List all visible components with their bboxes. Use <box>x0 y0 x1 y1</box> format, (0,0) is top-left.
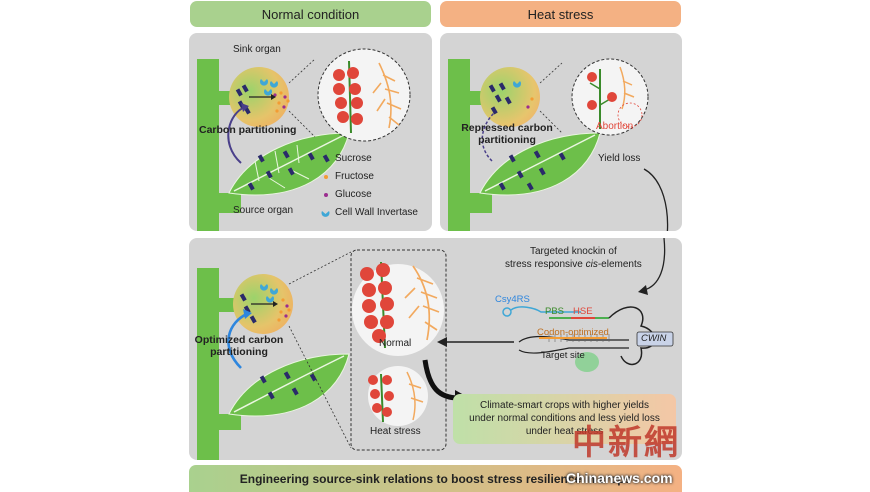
legend-cell-wall-invertase: Cell Wall Invertase <box>335 207 418 218</box>
carbon-partitioning-label: Carbon partitioning <box>199 124 297 136</box>
optimized-partitioning-label: Optimized carbon partitioning <box>189 334 289 358</box>
targeted-line2-post: -elements <box>597 259 642 270</box>
codon-optimized-label: Codon-optimized <box>537 327 609 338</box>
climate-line3: under heat stress <box>525 426 604 437</box>
hse-label: HSE <box>573 306 593 317</box>
panel-heat-stress: Repressed carbon partitioning Abortion Y… <box>440 33 682 231</box>
repressed-partitioning-label: Repressed carbon partitioning <box>452 122 562 146</box>
normal-label: Normal <box>379 338 412 349</box>
panel-optimized: Targeted knockin of stress responsive ci… <box>189 238 682 460</box>
header-normal-condition: Normal condition <box>190 1 431 27</box>
sucrose-icon <box>322 154 330 163</box>
fructose-icon <box>324 175 328 179</box>
header-heat-stress: Heat stress <box>440 1 681 27</box>
optimized-line1: Optimized carbon <box>194 334 284 346</box>
legend-fructose: Fructose <box>335 171 374 182</box>
climate-line2: under normal conditions and less yield l… <box>469 413 660 424</box>
targeted-line1: Targeted knockin of <box>530 246 617 257</box>
targeted-line2-pre: stress responsive <box>505 259 586 270</box>
glucose-icon <box>324 193 328 197</box>
targeted-line2-italic: cis <box>585 259 598 270</box>
abortion-label: Abortion <box>596 121 634 132</box>
footer-title: Engineering source-sink relations to boo… <box>239 471 632 486</box>
optimized-illustration <box>197 238 676 460</box>
legend-sucrose: Sucrose <box>335 153 372 164</box>
sink-organ-label: Sink organ <box>233 44 281 55</box>
panel-normal-condition: Sink organ Carbon partitioning Source or… <box>189 33 432 231</box>
cwin-label: CWIN <box>641 333 667 344</box>
legend-glucose: Glucose <box>335 189 372 200</box>
csy4rs-label: Csy4RS <box>495 294 530 305</box>
target-site-label: Target site <box>541 350 585 361</box>
climate-line1: Climate-smart crops with higher yields <box>480 400 649 411</box>
watermark-cn: 中新網 <box>572 423 680 463</box>
repressed-line2: partitioning <box>478 134 536 146</box>
pbs-label: PBS <box>545 306 565 317</box>
invertase-icon <box>321 211 330 217</box>
climate-smart-text: Climate-smart crops with higher yields u… <box>457 399 672 438</box>
watermark-en: Chinanews.com <box>566 470 673 486</box>
heat-plant-illustration <box>448 58 669 231</box>
repressed-line1: Repressed carbon <box>461 122 553 134</box>
heat-stress-label: Heat stress <box>370 426 421 437</box>
targeted-knockin-text: Targeted knockin of stress responsive ci… <box>505 245 642 271</box>
yield-loss-label: Yield loss <box>598 153 641 164</box>
optimized-line2: partitioning <box>210 346 268 358</box>
normal-plant-illustration <box>197 48 411 231</box>
footer-banner: Engineering source-sink relations to boo… <box>189 465 682 492</box>
source-organ-label: Source organ <box>233 205 294 216</box>
